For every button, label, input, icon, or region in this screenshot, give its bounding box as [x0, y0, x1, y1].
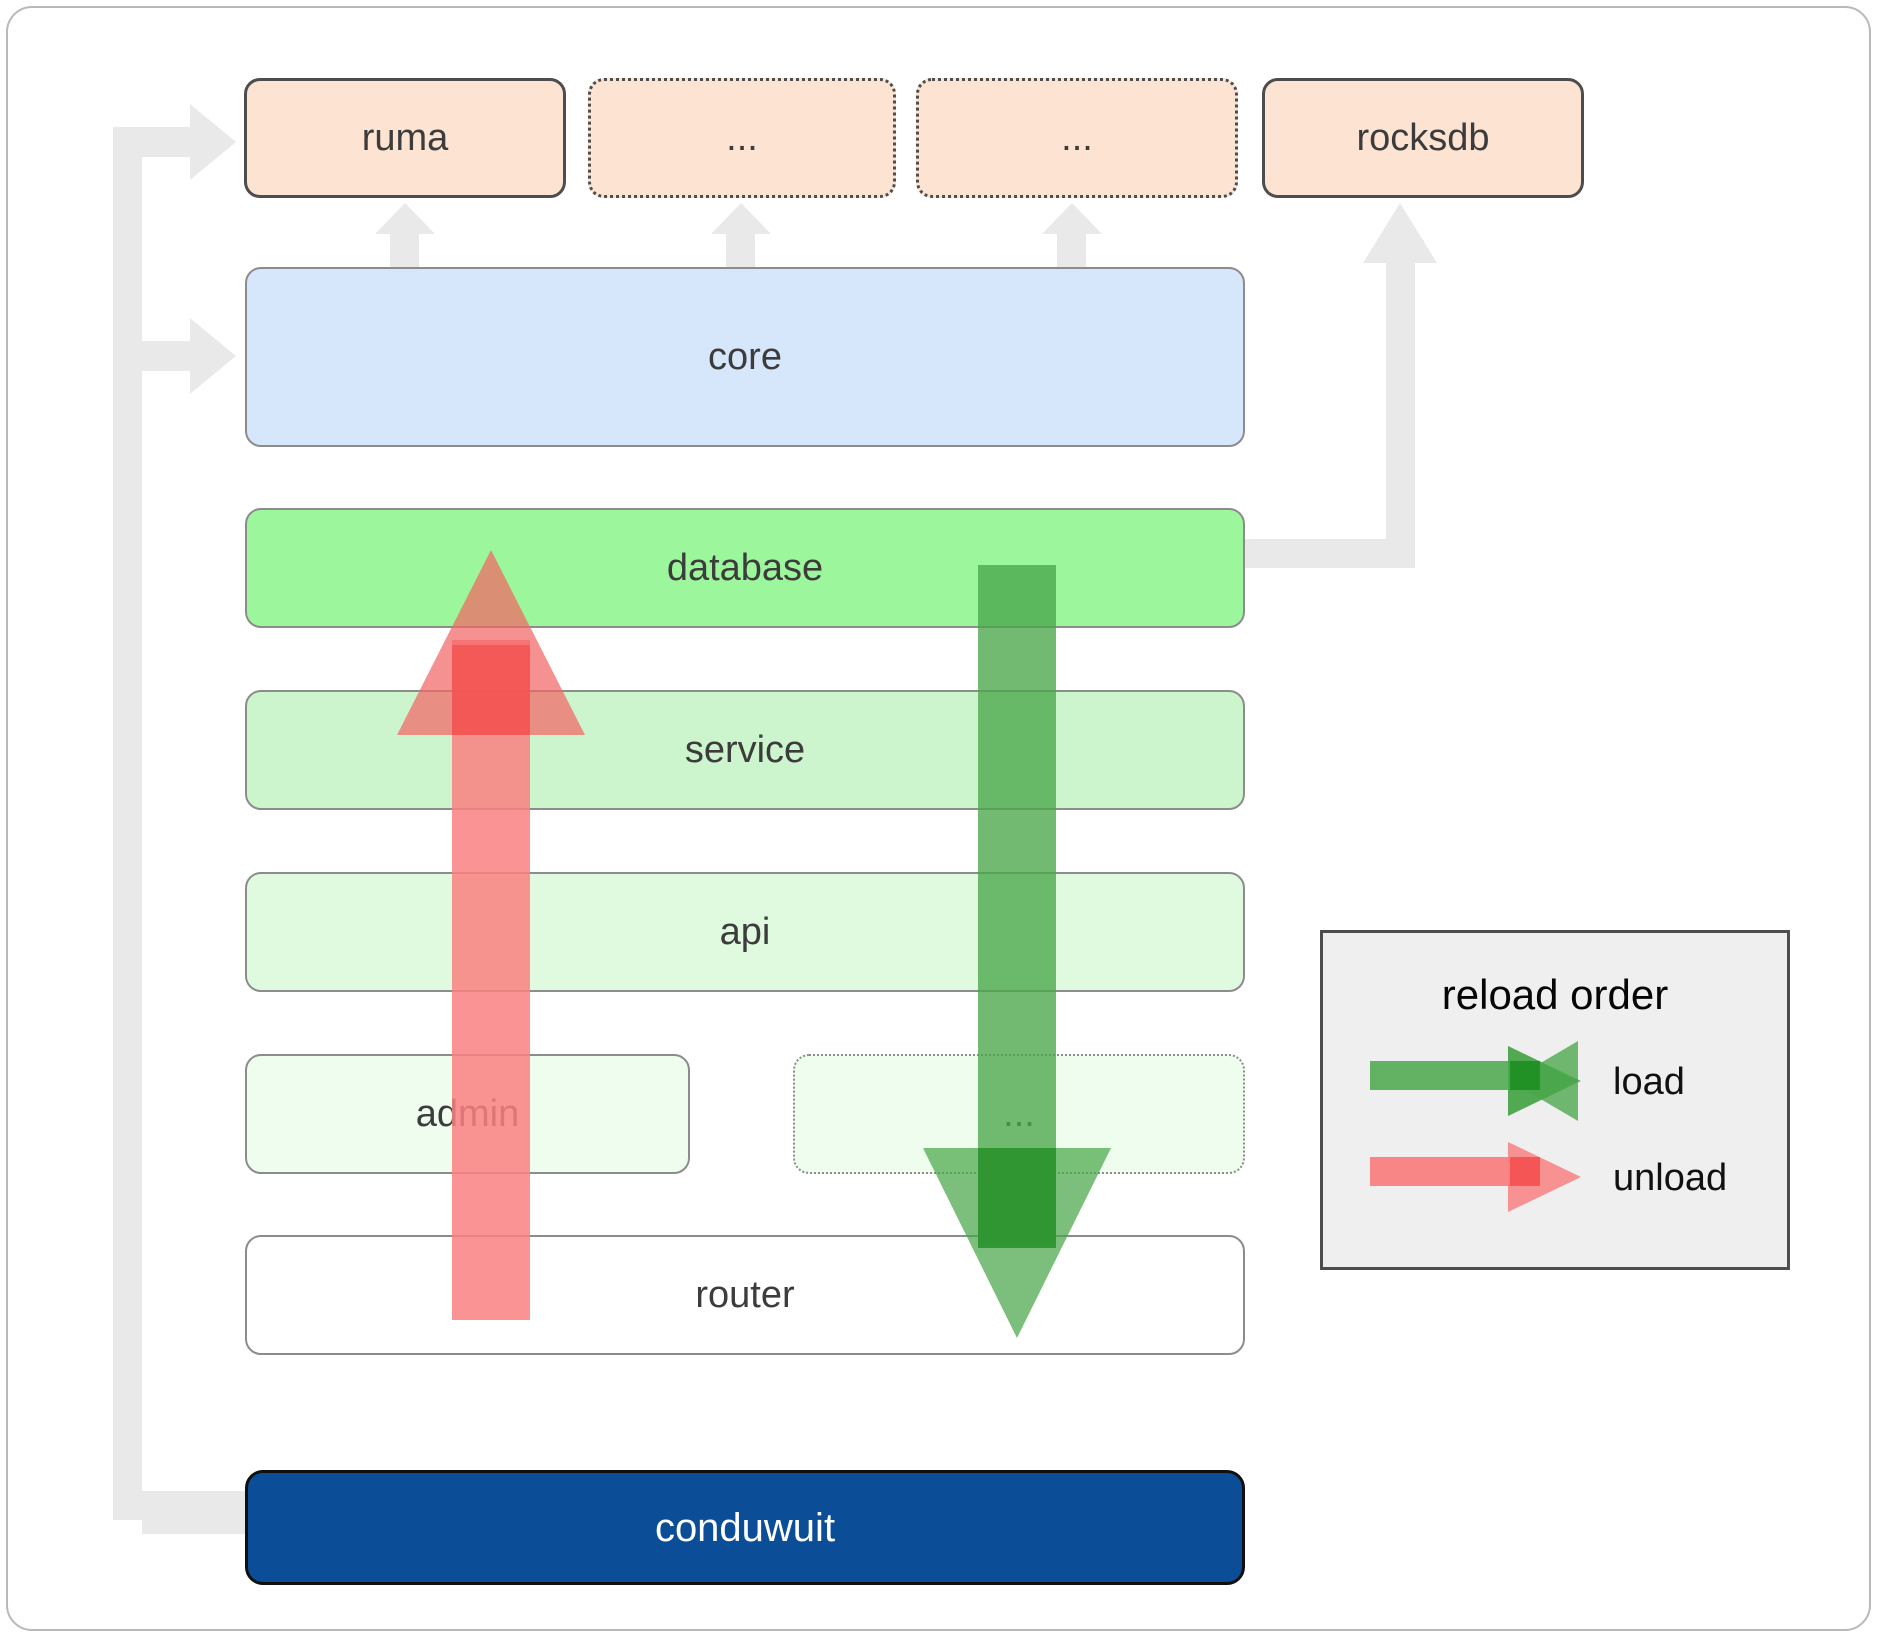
layer-label-api: api: [719, 911, 771, 953]
dependency-node-ruma[interactable]: ruma: [244, 78, 566, 198]
layer-label-router: router: [695, 1274, 795, 1316]
layer-node-admin[interactable]: admin: [245, 1054, 690, 1174]
layer-label-service: service: [684, 729, 806, 771]
legend-label-load: load: [1613, 1061, 1685, 1103]
legend-title: reload order: [1441, 971, 1669, 1018]
dependency-label-ruma: ruma: [361, 117, 449, 159]
legend-unload-arrow: [1370, 1142, 1581, 1212]
dependency-label-dep3: ...: [1061, 117, 1093, 159]
dependency-label-dep2: ...: [726, 117, 758, 159]
layer-label-admin: admin: [415, 1093, 520, 1135]
legend-load-arrow: [1370, 1041, 1581, 1121]
legend-box: reload order load unload: [1320, 930, 1790, 1270]
dependency-label-rocksdb: rocksdb: [1356, 117, 1490, 159]
layer-node-service[interactable]: service: [245, 690, 1245, 810]
layer-label-core: core: [708, 336, 782, 378]
binary-node-conduwuit[interactable]: conduwuit: [245, 1470, 1245, 1585]
dependency-node-dep2[interactable]: ...: [588, 78, 896, 198]
layer-label-extra: ...: [1003, 1093, 1035, 1135]
binary-label-conduwuit: conduwuit: [654, 1505, 836, 1550]
legend-label-unload: unload: [1613, 1157, 1728, 1199]
layer-node-router[interactable]: router: [245, 1235, 1245, 1355]
layer-label-database: database: [666, 547, 824, 589]
layer-node-extra[interactable]: ...: [793, 1054, 1245, 1174]
layer-node-api[interactable]: api: [245, 872, 1245, 992]
layer-node-database[interactable]: database: [245, 508, 1245, 628]
dependency-node-dep3[interactable]: ...: [916, 78, 1238, 198]
layer-node-core[interactable]: core: [245, 267, 1245, 447]
dependency-node-rocksdb[interactable]: rocksdb: [1262, 78, 1584, 198]
legend-arrow-layer: [1370, 1041, 1581, 1212]
diagram-frame: [6, 6, 1871, 1631]
